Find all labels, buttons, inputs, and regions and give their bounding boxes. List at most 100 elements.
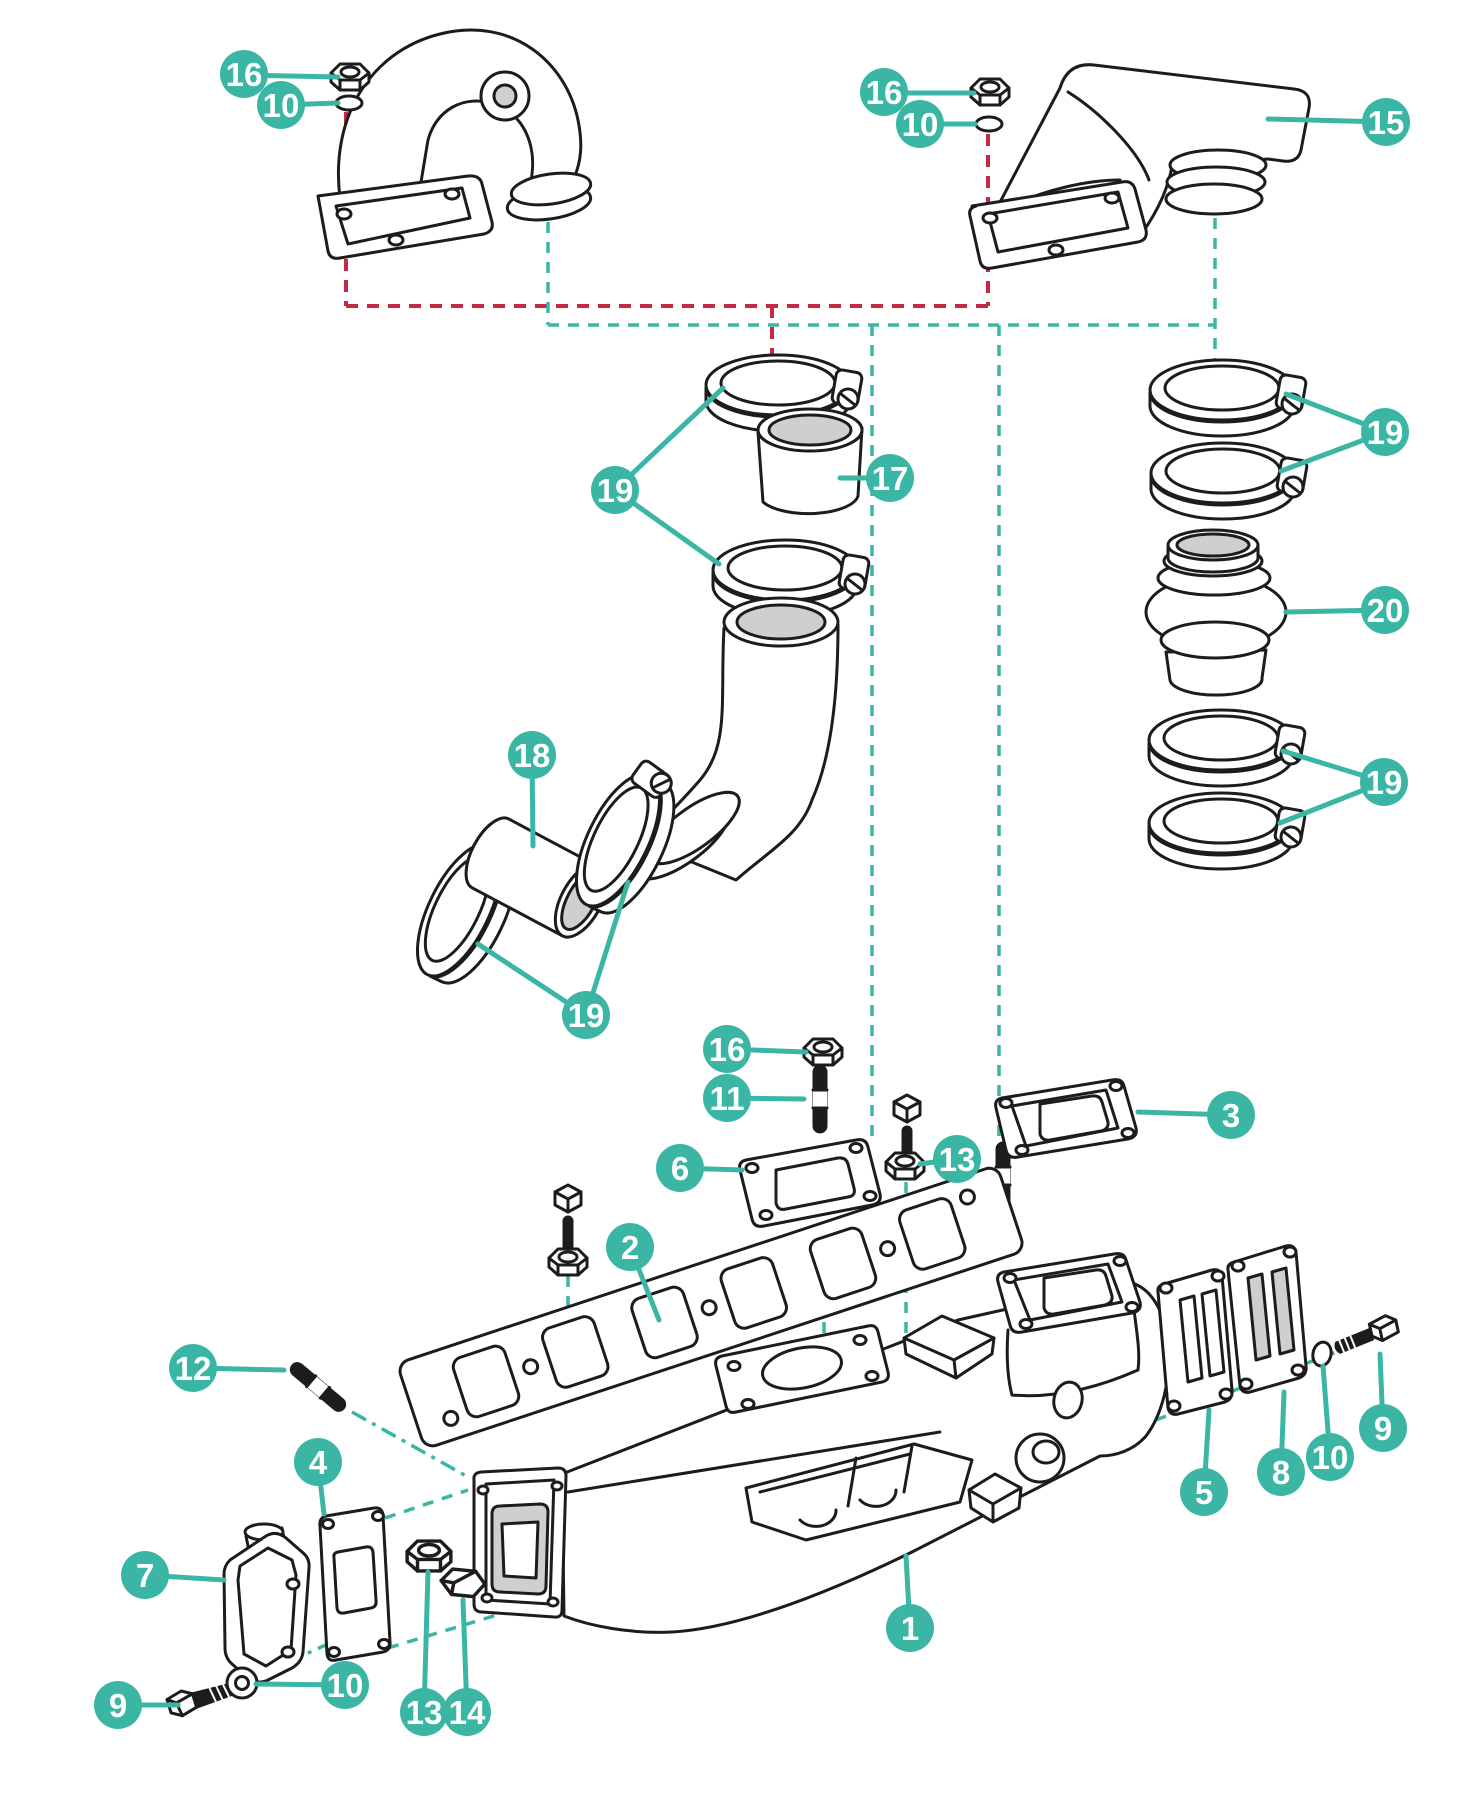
svg-text:13: 13 — [939, 1141, 976, 1178]
part-nut-13 — [884, 1151, 926, 1181]
part-riser-gasket-6 — [738, 1138, 882, 1228]
svg-text:19: 19 — [1367, 414, 1404, 451]
callout-2: 2 — [606, 1223, 654, 1271]
callout-16-stud: 16 — [703, 1025, 751, 1073]
part-washer-10-left — [225, 1666, 259, 1700]
teal-line-gasket4-bottom — [387, 1606, 521, 1650]
callout-10-right-end: 10 — [1306, 1433, 1354, 1481]
part-o-ring-10-right — [1311, 1340, 1333, 1368]
svg-text:13: 13 — [406, 1694, 443, 1731]
svg-text:7: 7 — [136, 1557, 154, 1594]
part-hose-clamp-right-1 — [1148, 358, 1309, 438]
svg-text:15: 15 — [1368, 104, 1405, 141]
svg-text:19: 19 — [568, 997, 605, 1034]
callout-19-mid: 19 — [591, 466, 639, 514]
svg-text:12: 12 — [175, 1350, 212, 1387]
callout-13-mid: 13 — [933, 1135, 981, 1183]
callouts: 16 10 16 10 15 19 17 19 20 19 18 19 16 1… — [94, 50, 1410, 1736]
svg-text:10: 10 — [902, 106, 939, 143]
callout-19-right-top: 19 — [1361, 408, 1409, 456]
part-end-cover-7 — [222, 1522, 311, 1684]
manifold-pocket — [744, 1442, 974, 1542]
elbow-left-body — [336, 28, 583, 200]
callout-9-right: 9 — [1359, 1404, 1407, 1452]
part-riser-gasket-3 — [994, 1078, 1138, 1159]
elbow-left-outlet — [509, 171, 593, 207]
callout-19-right-bottom: 19 — [1360, 758, 1408, 806]
teal-line-stud12-axis — [351, 1410, 469, 1479]
callout-10-washer: 10 — [321, 1661, 369, 1709]
svg-text:16: 16 — [709, 1031, 746, 1068]
part-bellows-coupler-20 — [1144, 528, 1288, 697]
svg-text:8: 8 — [1272, 1454, 1290, 1491]
callout-11: 11 — [703, 1074, 751, 1122]
part-exhaust-pipe-elbow — [633, 596, 840, 882]
part-end-plate-8 — [1226, 1244, 1308, 1394]
part-exhaust-elbow-left — [316, 28, 593, 260]
part-manifold-gasket-2 — [398, 1166, 1024, 1448]
callout-4: 4 — [294, 1438, 342, 1486]
callout-leaders — [115, 72, 1389, 1715]
callout-1: 1 — [886, 1604, 934, 1652]
callout-6: 6 — [656, 1144, 704, 1192]
part-hose-clamp-right-4 — [1147, 791, 1308, 871]
part-hex-nut-16c — [802, 1037, 844, 1067]
part-bolt-2 — [553, 1183, 583, 1256]
svg-text:10: 10 — [1312, 1439, 1349, 1476]
part-end-gasket-4 — [318, 1506, 392, 1662]
callout-14: 14 — [443, 1688, 491, 1736]
svg-text:6: 6 — [671, 1150, 689, 1187]
svg-text:9: 9 — [1374, 1410, 1392, 1447]
svg-text:14: 14 — [449, 1694, 486, 1731]
svg-text:10: 10 — [263, 87, 300, 124]
svg-text:19: 19 — [597, 472, 634, 509]
part-nut-2 — [547, 1247, 589, 1277]
callout-16-left: 16 — [220, 50, 268, 98]
teal-line-gasket4-top — [384, 1488, 469, 1520]
svg-text:1: 1 — [901, 1610, 919, 1647]
part-connector-hose-17 — [756, 407, 864, 516]
part-stud-11 — [811, 1063, 829, 1135]
elbow-right-flange — [968, 180, 1148, 270]
svg-text:4: 4 — [309, 1444, 328, 1481]
part-hose-clamp-right-3 — [1147, 708, 1308, 788]
part-end-gasket-5 — [1156, 1268, 1234, 1416]
part-exhaust-manifold-1 — [472, 1252, 1171, 1634]
svg-text:5: 5 — [1195, 1474, 1213, 1511]
pipe-top-opening — [735, 603, 827, 641]
svg-text:2: 2 — [621, 1229, 639, 1266]
svg-text:9: 9 — [109, 1687, 127, 1724]
svg-text:3: 3 — [1222, 1097, 1240, 1134]
callout-12: 12 — [169, 1344, 217, 1392]
svg-text:11: 11 — [710, 1080, 745, 1117]
svg-text:18: 18 — [514, 737, 551, 774]
callout-3: 3 — [1207, 1091, 1255, 1139]
callout-17: 17 — [866, 454, 914, 502]
callout-16-right: 16 — [860, 68, 908, 116]
part-stud-12 — [285, 1358, 351, 1416]
callout-9-left: 9 — [94, 1681, 142, 1729]
callout-19-center: 19 — [562, 991, 610, 1039]
svg-text:17: 17 — [872, 460, 909, 497]
callout-15: 15 — [1362, 98, 1410, 146]
svg-text:19: 19 — [1366, 764, 1403, 801]
part-hex-nut-right — [969, 77, 1011, 107]
part-pipe-plug-14 — [439, 1567, 487, 1599]
part-hose-clamp-right-2 — [1149, 441, 1310, 521]
callout-5: 5 — [1180, 1468, 1228, 1516]
part-hex-bolt-9-right — [1334, 1314, 1400, 1354]
callout-13-front: 13 — [400, 1688, 448, 1736]
callout-8: 8 — [1257, 1448, 1305, 1496]
callout-10-left: 10 — [257, 81, 305, 129]
svg-text:10: 10 — [327, 1667, 364, 1704]
svg-text:16: 16 — [866, 74, 903, 111]
callout-10-right: 10 — [896, 100, 944, 148]
part-nut-13-front — [405, 1539, 453, 1573]
callout-7: 7 — [121, 1551, 169, 1599]
svg-text:16: 16 — [226, 56, 263, 93]
part-o-ring-right — [974, 115, 1004, 133]
callout-20: 20 — [1361, 586, 1409, 634]
part-exhaust-elbow-right — [968, 63, 1311, 270]
